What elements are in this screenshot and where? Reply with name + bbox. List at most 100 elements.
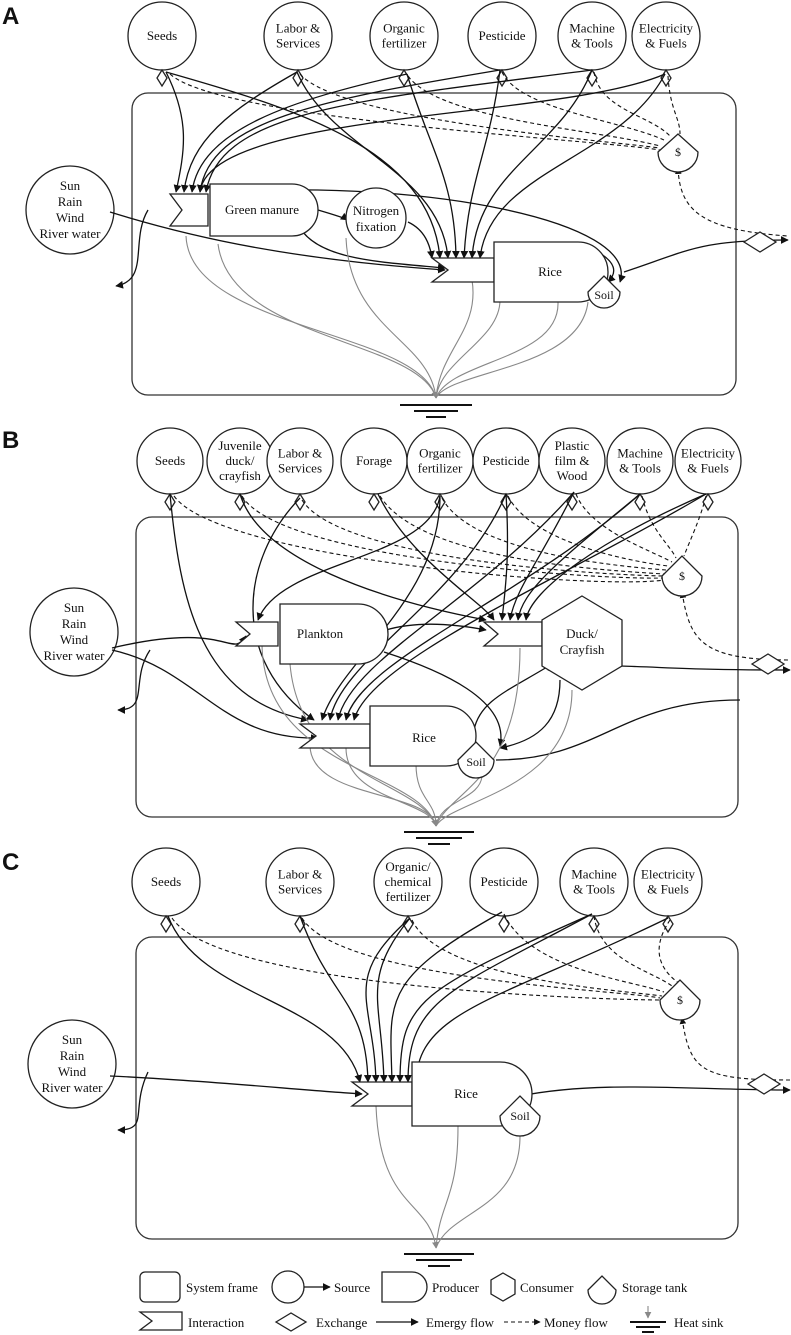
duck-label-1: Duck/ — [566, 626, 598, 641]
source-label-b-6-1: film & — [554, 453, 589, 468]
source-label-a-0-0: Seeds — [147, 28, 177, 43]
exchange-c — [746, 1073, 782, 1095]
money-label-c: $ — [677, 993, 683, 1007]
source-label-c-2-1: chemical — [385, 874, 432, 889]
money-tank-c — [659, 979, 701, 1021]
heat-flows-b — [261, 639, 573, 827]
source-label-b-6-0: Plastic — [555, 438, 590, 453]
external-source-circle-b — [29, 587, 119, 677]
emergy-flows-c — [109, 911, 791, 1134]
external-label-b-3: River water — [43, 648, 105, 663]
producer-rice-a — [493, 241, 609, 303]
money-label-a: $ — [675, 145, 681, 159]
legend-interaction-icon — [138, 1311, 183, 1331]
legend-heat-sink-icon — [630, 1306, 666, 1333]
source-label-c-1-1: Services — [278, 882, 322, 897]
rice-label-a: Rice — [538, 264, 562, 279]
source-label-a-4-0: Machine — [569, 21, 615, 36]
money-flows-b — [173, 493, 791, 661]
nitrogen-fixation-circle — [345, 187, 407, 249]
external-label-a-2: Wind — [56, 210, 85, 225]
legend-system-frame-icon — [139, 1271, 181, 1303]
source-label-b-8-0: Electricity — [681, 446, 736, 461]
external-label-c-2: Wind — [58, 1064, 87, 1079]
panel-c-letter: C — [2, 849, 19, 876]
legend-exchange: Exchange — [316, 1315, 367, 1330]
green-manure-label: Green manure — [225, 202, 299, 217]
source-label-b-1-1: duck/ — [226, 453, 255, 468]
source-label-b-7-1: & Tools — [619, 461, 661, 476]
external-label-b-1: Rain — [62, 616, 87, 631]
legend-storage-icon — [587, 1275, 617, 1305]
source-label-b-0-0: Seeds — [155, 453, 185, 468]
external-source-circle-c — [27, 1019, 117, 1109]
nitrogen-label-1: Nitrogen — [353, 203, 400, 218]
source-label-a-1-0: Labor & — [276, 21, 320, 36]
source-label-b-2-0: Labor & — [278, 446, 322, 461]
source-label-b-3-0: Forage — [356, 453, 392, 468]
source-label-a-5-1: & Fuels — [645, 36, 687, 51]
source-exchange-c-4 — [588, 914, 600, 934]
source-label-c-2-2: fertilizer — [386, 889, 431, 904]
external-label-c-1: Rain — [60, 1048, 85, 1063]
money-tank-a — [657, 133, 699, 173]
interaction-b2 — [482, 621, 543, 647]
source-exchange-a-2 — [398, 68, 410, 88]
source-label-c-2-0: Organic/ — [385, 859, 431, 874]
legend-source: Source — [334, 1280, 370, 1295]
exchange-b — [750, 653, 786, 675]
soil-label-a: Soil — [594, 288, 614, 302]
legend-interaction: Interaction — [188, 1315, 245, 1330]
external-label-b-0: Sun — [64, 600, 85, 615]
producer-plankton — [279, 603, 389, 665]
heat-flows-a — [185, 235, 589, 399]
duck-label-2: Crayfish — [560, 642, 605, 657]
source-exchange-c-1 — [294, 914, 306, 934]
interaction-b3 — [298, 723, 371, 749]
source-exchange-a-1 — [292, 68, 304, 88]
system-frame-a — [131, 92, 737, 396]
source-label-b-2-1: Services — [278, 461, 322, 476]
external-label-b-2: Wind — [60, 632, 89, 647]
source-label-b-4-1: fertilizer — [418, 461, 463, 476]
legend-heat-sink: Heat sink — [674, 1315, 724, 1330]
source-label-b-8-1: & Fuels — [687, 461, 729, 476]
source-label-c-4-1: & Tools — [573, 882, 615, 897]
source-exchange-c-3 — [498, 914, 510, 934]
money-tank-b — [661, 555, 703, 597]
external-source-circle-a — [25, 165, 115, 255]
source-label-b-1-0: Juvenile — [218, 438, 262, 453]
source-label-a-3-0: Pesticide — [479, 28, 526, 43]
heat-flows-c — [375, 1105, 521, 1249]
source-label-b-5-0: Pesticide — [483, 453, 530, 468]
heat-sink-a — [400, 404, 472, 418]
legend-money-flow: Money flow — [544, 1315, 609, 1330]
consumer-duck-crayfish — [541, 595, 623, 691]
external-label-a-0: Sun — [60, 178, 81, 193]
source-label-a-2-1: fertilizer — [382, 36, 427, 51]
money-flows-a — [169, 71, 789, 237]
legend: System frame Source Producer Consumer St… — [138, 1270, 724, 1333]
source-exchange-c-2 — [402, 914, 414, 934]
producer-green-manure — [209, 183, 319, 237]
producer-rice-b — [369, 705, 477, 767]
legend-producer-icon — [381, 1271, 428, 1303]
legend-consumer-icon — [490, 1272, 516, 1302]
legend-system-frame: System frame — [186, 1280, 258, 1295]
legend-exchange-icon — [274, 1312, 308, 1332]
money-label-b: $ — [679, 569, 685, 583]
external-label-a-3: River water — [39, 226, 101, 241]
heat-sink-c — [404, 1253, 474, 1267]
nitrogen-label-2: fixation — [356, 219, 397, 234]
system-frame-b — [135, 516, 739, 818]
soil-tank-a — [587, 275, 621, 309]
soil-tank-b — [457, 741, 495, 779]
panel-b-letter: B — [2, 427, 19, 454]
source-label-a-1-1: Services — [276, 36, 320, 51]
source-exchange-a-0 — [156, 68, 168, 88]
